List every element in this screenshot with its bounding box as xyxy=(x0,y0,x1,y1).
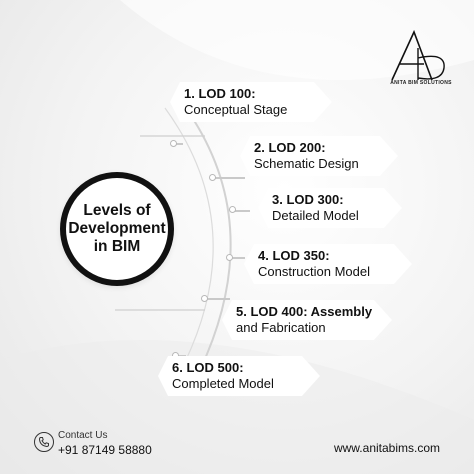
timeline-dot xyxy=(209,174,216,181)
contact-label: Contact Us xyxy=(58,430,108,441)
contact-phone[interactable]: +91 87149 58880 xyxy=(58,443,152,457)
lod-100-tag: 1. LOD 100: Conceptual Stage xyxy=(170,82,332,122)
lod-400-desc: and Fabrication xyxy=(236,320,326,335)
logo-mark xyxy=(391,29,445,81)
timeline-dot xyxy=(229,206,236,213)
lod-100-desc: Conceptual Stage xyxy=(184,102,288,117)
lod-500-tag: 6. LOD 500: Completed Model xyxy=(158,356,320,396)
connector-1 xyxy=(173,143,183,145)
lod-100-label: 1. LOD 100: xyxy=(184,86,256,101)
lod-350-tag: 4. LOD 350: Construction Model xyxy=(244,244,412,284)
lod-350-desc: Construction Model xyxy=(258,264,370,279)
connector-2 xyxy=(213,177,245,179)
connector-5 xyxy=(205,298,230,300)
timeline-dot xyxy=(170,140,177,147)
lod-300-desc: Detailed Model xyxy=(272,208,359,223)
timeline-dot xyxy=(226,254,233,261)
lod-300-label: 3. LOD 300: xyxy=(272,192,344,207)
connector-3 xyxy=(232,210,250,212)
lod-200-desc: Schematic Design xyxy=(254,156,359,171)
phone-icon[interactable] xyxy=(34,432,54,452)
lod-200-label: 2. LOD 200: xyxy=(254,140,326,155)
center-title-circle: Levels of Development in BIM xyxy=(60,172,174,286)
timeline-dot xyxy=(201,295,208,302)
lod-400-label: 5. LOD 400: Assembly xyxy=(236,304,373,319)
lod-200-tag: 2. LOD 200: Schematic Design xyxy=(240,136,398,176)
lod-400-tag: 5. LOD 400: Assembly and Fabrication xyxy=(222,300,392,340)
connector-4 xyxy=(230,257,245,259)
logo-text: ANITA BIM SOLUTIONS xyxy=(390,80,452,86)
connector-6 xyxy=(176,355,186,357)
lod-500-desc: Completed Model xyxy=(172,376,274,391)
center-title: Levels of Development in BIM xyxy=(68,202,166,255)
lod-350-label: 4. LOD 350: xyxy=(258,248,330,263)
website-link[interactable]: www.anitabims.com xyxy=(333,441,440,455)
lod-300-tag: 3. LOD 300: Detailed Model xyxy=(258,188,402,228)
lod-500-label: 6. LOD 500: xyxy=(172,360,244,375)
